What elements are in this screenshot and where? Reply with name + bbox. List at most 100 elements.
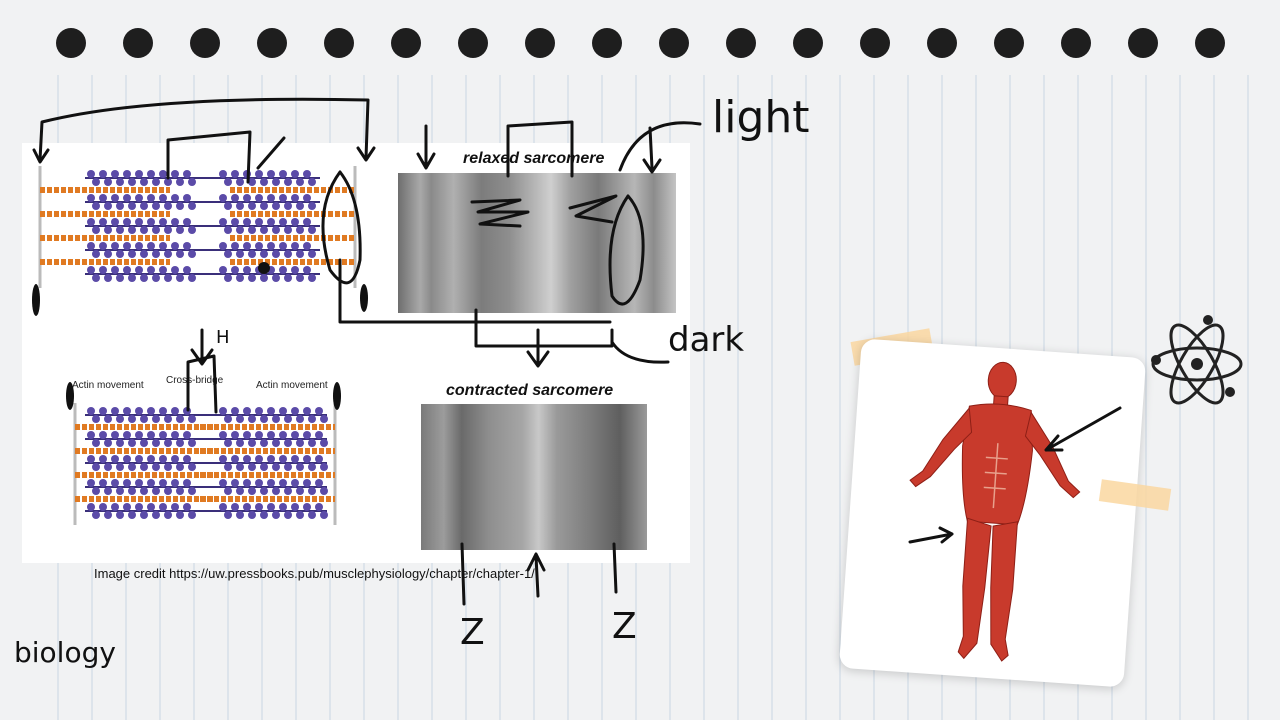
myosin-head [291,479,299,487]
myosin-head [248,439,256,447]
myosin-head [308,226,316,234]
myosin-head [183,479,191,487]
myosin-head [99,407,107,415]
myosin-head [303,431,311,439]
myosin-head [164,250,172,258]
myosin-head [267,407,275,415]
myosin-head [164,415,172,423]
myosin-head [123,266,131,274]
contracted-sarcomere-title: contracted sarcomere [446,382,614,399]
myosin-head [87,242,95,250]
myosin-head [224,463,232,471]
myosin-head [279,242,287,250]
myosin-head [248,226,256,234]
myosin-head [123,194,131,202]
myosin-head [243,266,251,274]
myosin-head [296,226,304,234]
myosin-head [224,415,232,423]
myosin-head [152,274,160,282]
myosin-head [260,226,268,234]
myosin-head [171,455,179,463]
myosin-head [303,170,311,178]
myosin-head [296,202,304,210]
myosin-head [183,194,191,202]
myosin-head [123,170,131,178]
myosin-head [267,431,275,439]
binder-hole [1061,28,1091,58]
myosin-head [99,455,107,463]
myosin-head [248,250,256,258]
myosin-head [140,463,148,471]
myosin-head [147,503,155,511]
myosin-head [279,431,287,439]
myosin-head [159,503,167,511]
myosin-head [176,511,184,519]
myosin-head [128,439,136,447]
myosin-head [248,487,256,495]
myosin-head [111,479,119,487]
myosin-head [296,274,304,282]
biology-corner-label: biology [14,636,116,669]
myosin-head [303,455,311,463]
myosin-head [272,415,280,423]
myosin-head [159,479,167,487]
myosin-head [291,503,299,511]
myosin-head [152,415,160,423]
myosin-head [219,407,227,415]
myosin-head [128,487,136,495]
myosin-head [236,487,244,495]
myosin-head [291,431,299,439]
myosin-head [219,479,227,487]
myosin-head [140,487,148,495]
myosin-head [176,415,184,423]
myosin-head [140,511,148,519]
myosin-head [315,479,323,487]
myosin-head [279,170,287,178]
myosin-head [308,415,316,423]
myosin-head [152,487,160,495]
z-line-label-right: Z [612,606,637,647]
myosin-head [224,226,232,234]
myosin-head [176,463,184,471]
myosin-head [279,407,287,415]
myosin-head [236,439,244,447]
myosin-head [296,250,304,258]
myosin-head [152,463,160,471]
myosin-head [315,455,323,463]
myosin-head [123,455,131,463]
myosin-head [260,487,268,495]
myosin-head [171,479,179,487]
myosin-head [123,242,131,250]
myosin-head [183,242,191,250]
myosin-head [224,274,232,282]
myosin-head [92,226,100,234]
myosin-head [147,170,155,178]
myosin-head [123,431,131,439]
myosin-head [248,274,256,282]
myosin-head [92,178,100,186]
myosin-head [176,178,184,186]
myosin-head [236,511,244,519]
myosin-head [296,178,304,186]
myosin-head [267,266,275,274]
myosin-head [171,503,179,511]
myosin-head [111,242,119,250]
myosin-head [147,266,155,274]
light-annotation: light [712,92,810,143]
myosin-head [267,503,275,511]
myosin-head [308,178,316,186]
myosin-head [92,511,100,519]
binder-hole [190,28,220,58]
myosin-head [135,431,143,439]
myosin-head [188,463,196,471]
myosin-head [315,503,323,511]
binder-hole [726,28,756,58]
binder-hole [659,28,689,58]
myosin-head [243,194,251,202]
myosin-head [255,407,263,415]
myosin-head [92,463,100,471]
cross-bridge-label: Cross-bridge [166,375,224,386]
myosin-head [164,487,172,495]
myosin-head [243,407,251,415]
myosin-head [99,479,107,487]
